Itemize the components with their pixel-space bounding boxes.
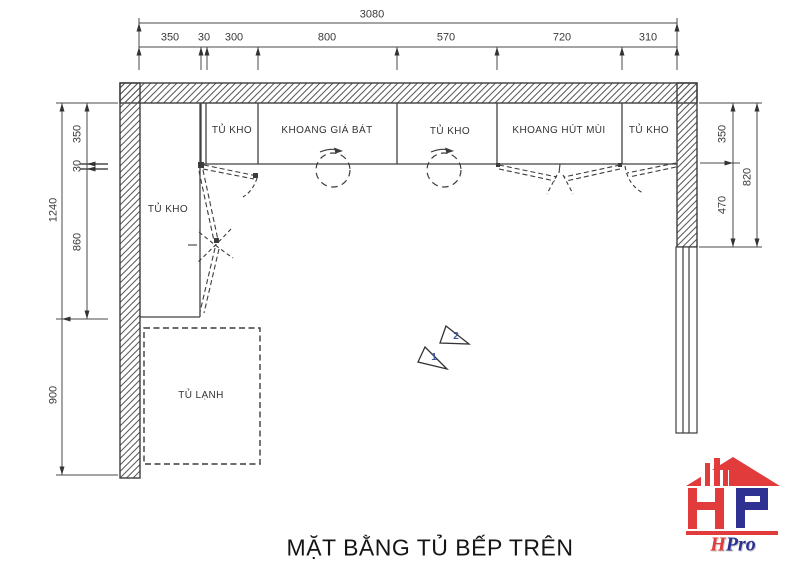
logo-wordmark: HPro xyxy=(710,534,756,557)
label-fridge: TỦ LẠNH xyxy=(178,390,224,401)
dim-right-470: 470 xyxy=(716,195,729,215)
dim-right-350: 350 xyxy=(716,124,729,144)
dim-left-350: 350 xyxy=(71,124,84,144)
rotation-arrow-icon xyxy=(445,147,454,154)
logo-roof-icon xyxy=(686,457,780,486)
dim-right-820: 820 xyxy=(741,167,754,187)
dim-left-860: 860 xyxy=(71,232,84,252)
door-swing-symbols xyxy=(188,162,677,314)
dim-left-1240: 1240 xyxy=(47,197,60,223)
section-marker-2-triangle xyxy=(439,324,471,345)
section-markers xyxy=(417,324,471,371)
drawing-title: MẶT BẰNG TỦ BẾP TRÊN xyxy=(286,534,574,561)
dim-left-30: 30 xyxy=(71,159,84,173)
logo-letter-h: H xyxy=(710,533,726,556)
dim-top-300: 300 xyxy=(224,31,244,44)
dim-top-350: 350 xyxy=(160,31,180,44)
section-marker-2: 2 xyxy=(453,331,459,342)
section-marker-1-triangle xyxy=(417,345,450,371)
cabinet-outlines xyxy=(140,103,677,318)
left-wall xyxy=(119,82,141,479)
dim-left-900: 900 xyxy=(47,385,60,405)
top-wall xyxy=(119,82,698,104)
label-storage-cabinet-3: TỦ KHO xyxy=(628,125,670,136)
logo-graphic xyxy=(686,457,780,535)
logo-letters-pro: Pro xyxy=(725,533,756,556)
dimension-lines xyxy=(56,18,762,476)
label-tall-storage-cabinet: TỦ KHO xyxy=(147,204,189,215)
label-storage-cabinet-1: TỦ KHO xyxy=(211,125,253,136)
fridge-outline xyxy=(143,327,261,465)
rotation-arrow-icon xyxy=(334,147,343,154)
dim-total-width: 3080 xyxy=(359,8,385,21)
rotation-symbols xyxy=(315,147,462,188)
label-dish-rack-compartment: KHOANG GIÁ BÁT xyxy=(281,125,373,136)
section-marker-1: 1 xyxy=(431,352,437,363)
right-wall xyxy=(676,82,698,248)
dimension-ticks xyxy=(59,23,760,475)
walls xyxy=(119,82,698,479)
label-range-hood-compartment: KHOANG HÚT MÙI xyxy=(512,125,606,136)
label-storage-cabinet-2: TỦ KHO xyxy=(429,126,471,137)
dim-top-310: 310 xyxy=(638,31,658,44)
dim-top-800: 800 xyxy=(317,31,337,44)
dim-top-30: 30 xyxy=(197,31,211,44)
right-window-column xyxy=(675,246,698,434)
dim-top-720: 720 xyxy=(552,31,572,44)
dim-top-570: 570 xyxy=(436,31,456,44)
